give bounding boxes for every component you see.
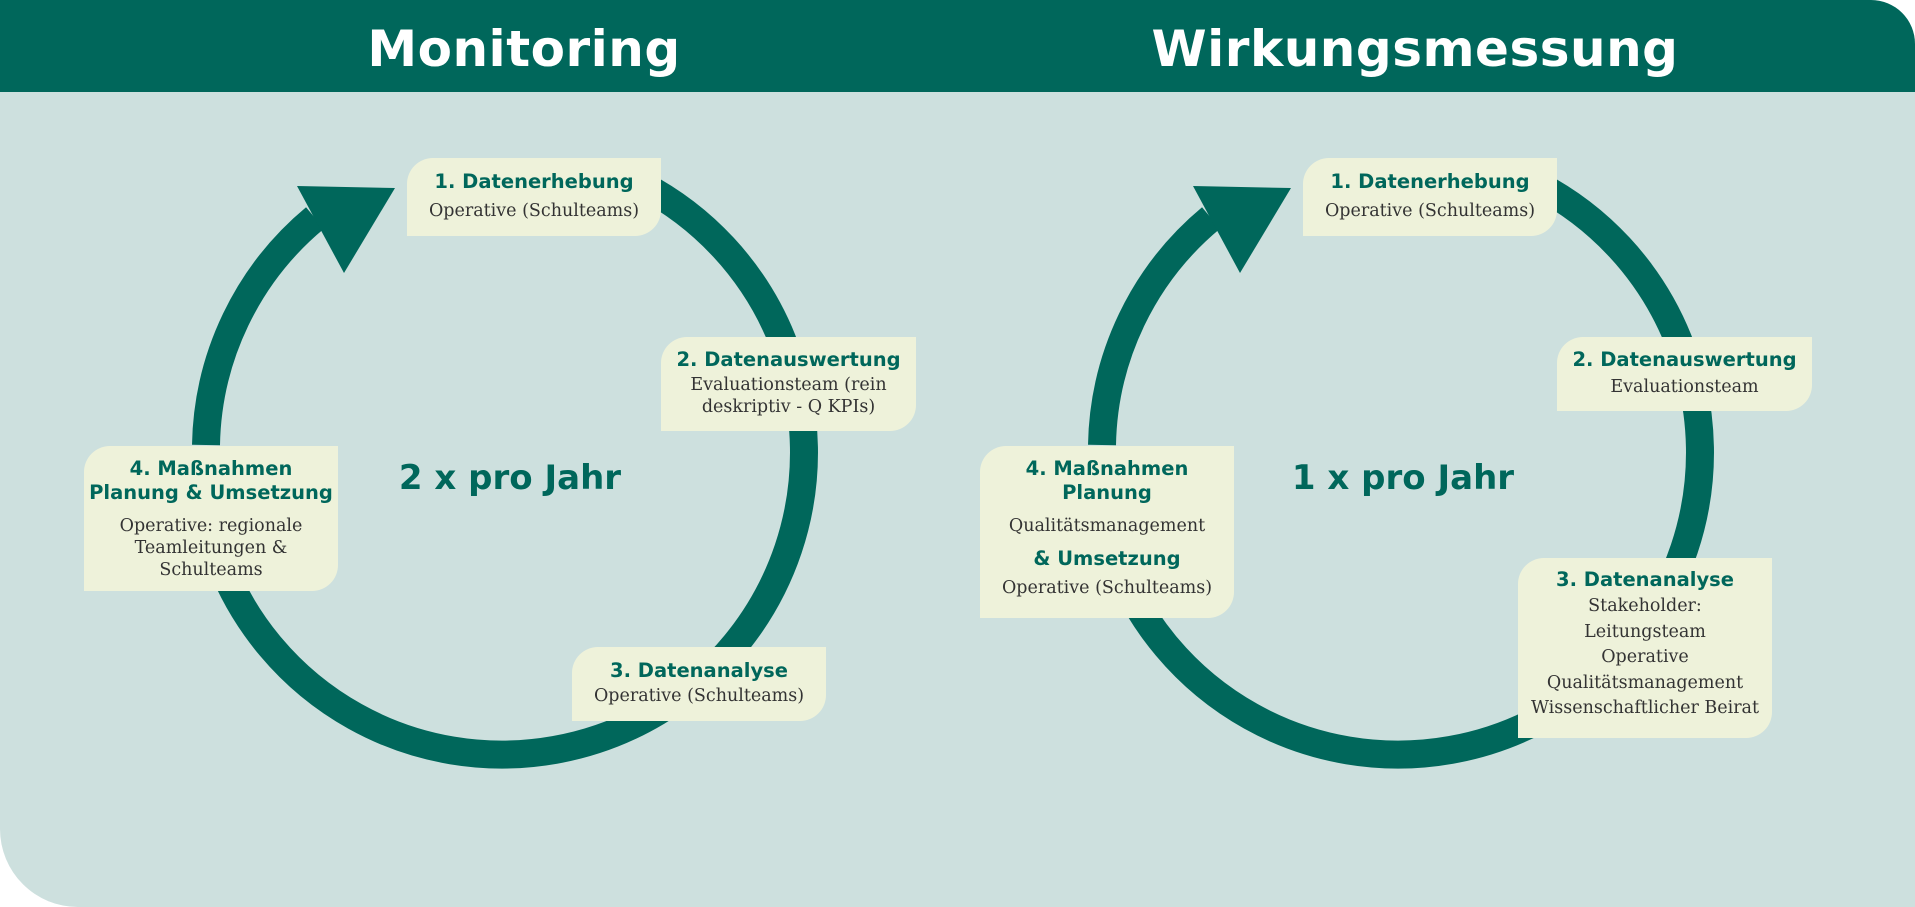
monitoring-step-4: 4. Maßnahmen Planung & Umsetzung Operati… [84,446,338,591]
step-desc-line: Qualitätsmanagement [1008,516,1206,536]
wirkungsmessung-frequency: 1 x pro Jahr [1291,458,1515,498]
step-title: 1. Datenerhebung [1330,170,1530,193]
wirkungsmessung-step-4: 4. Maßnahmen Planung Qualitätsmanagement… [980,446,1234,618]
wirkungsmessung-title: Wirkungsmessung [1151,20,1679,78]
step-desc-line: Wissenschaftlicher Beirat [1530,698,1760,718]
step-desc-line: Schulteams [159,560,263,580]
step-desc-line: Evaluationsteam (rein [690,375,887,395]
step-title-line: Planung [1062,481,1152,504]
monitoring-title: Monitoring [367,20,681,78]
step-title-line: 4. Maßnahmen [1025,457,1189,480]
step-title: 1. Datenerhebung [434,170,634,193]
step-desc: Operative (Schulteams) [593,686,805,706]
monitoring-cycle-arc-upper [192,207,325,446]
step-desc: Operative (Schulteams) [1324,201,1536,221]
step-desc-line: Qualitätsmanagement [1546,672,1744,693]
monitoring-arrow-head-icon [297,186,395,273]
wirkungsmessung-step-2: 2. Datenauswertung Evaluationsteam [1557,337,1812,411]
monitoring-step-2: 2. Datenauswertung Evaluationsteam (rein… [661,337,916,431]
monitoring-step-1: 1. Datenerhebung Operative (Schulteams) [407,158,661,236]
step-desc-line: Operative [1601,647,1689,667]
step-title: 2. Datenauswertung [1572,348,1797,371]
step-title: 3. Datenanalyse [610,659,788,682]
wirkungsmessung-step-1: 1. Datenerhebung Operative (Schulteams) [1303,158,1557,236]
step-desc: Evaluationsteam [1610,377,1759,397]
step-title-line: Planung & Umsetzung [89,481,333,504]
step-title-line: & Umsetzung [1033,547,1181,570]
step-desc-line: Stakeholder: [1588,596,1702,616]
monitoring-step-3: 3. Datenanalyse Operative (Schulteams) [572,647,826,721]
wirkungsmessung-arrow-head-icon [1193,186,1291,273]
step-desc: Operative (Schulteams) [428,201,640,221]
step-title-line: 4. Maßnahmen [129,457,293,480]
step-title: 3. Datenanalyse [1556,568,1734,591]
step-desc-line: deskriptiv - Q KPIs) [701,397,876,417]
header-bar [0,0,1915,92]
monitoring-frequency: 2 x pro Jahr [398,458,622,498]
step-desc-line: Operative: regionale [119,516,303,536]
step-desc-line: Leitungsteam [1584,621,1706,642]
wirkungsmessung-step-3: 3. Datenanalyse Stakeholder: Leitungstea… [1518,558,1772,738]
step-desc-line: Operative (Schulteams) [1001,578,1213,598]
step-title: 2. Datenauswertung [676,348,901,371]
step-desc-line: Teamleitungen & [134,538,288,558]
wirkungsmessung-cycle-arc-upper [1088,207,1221,446]
